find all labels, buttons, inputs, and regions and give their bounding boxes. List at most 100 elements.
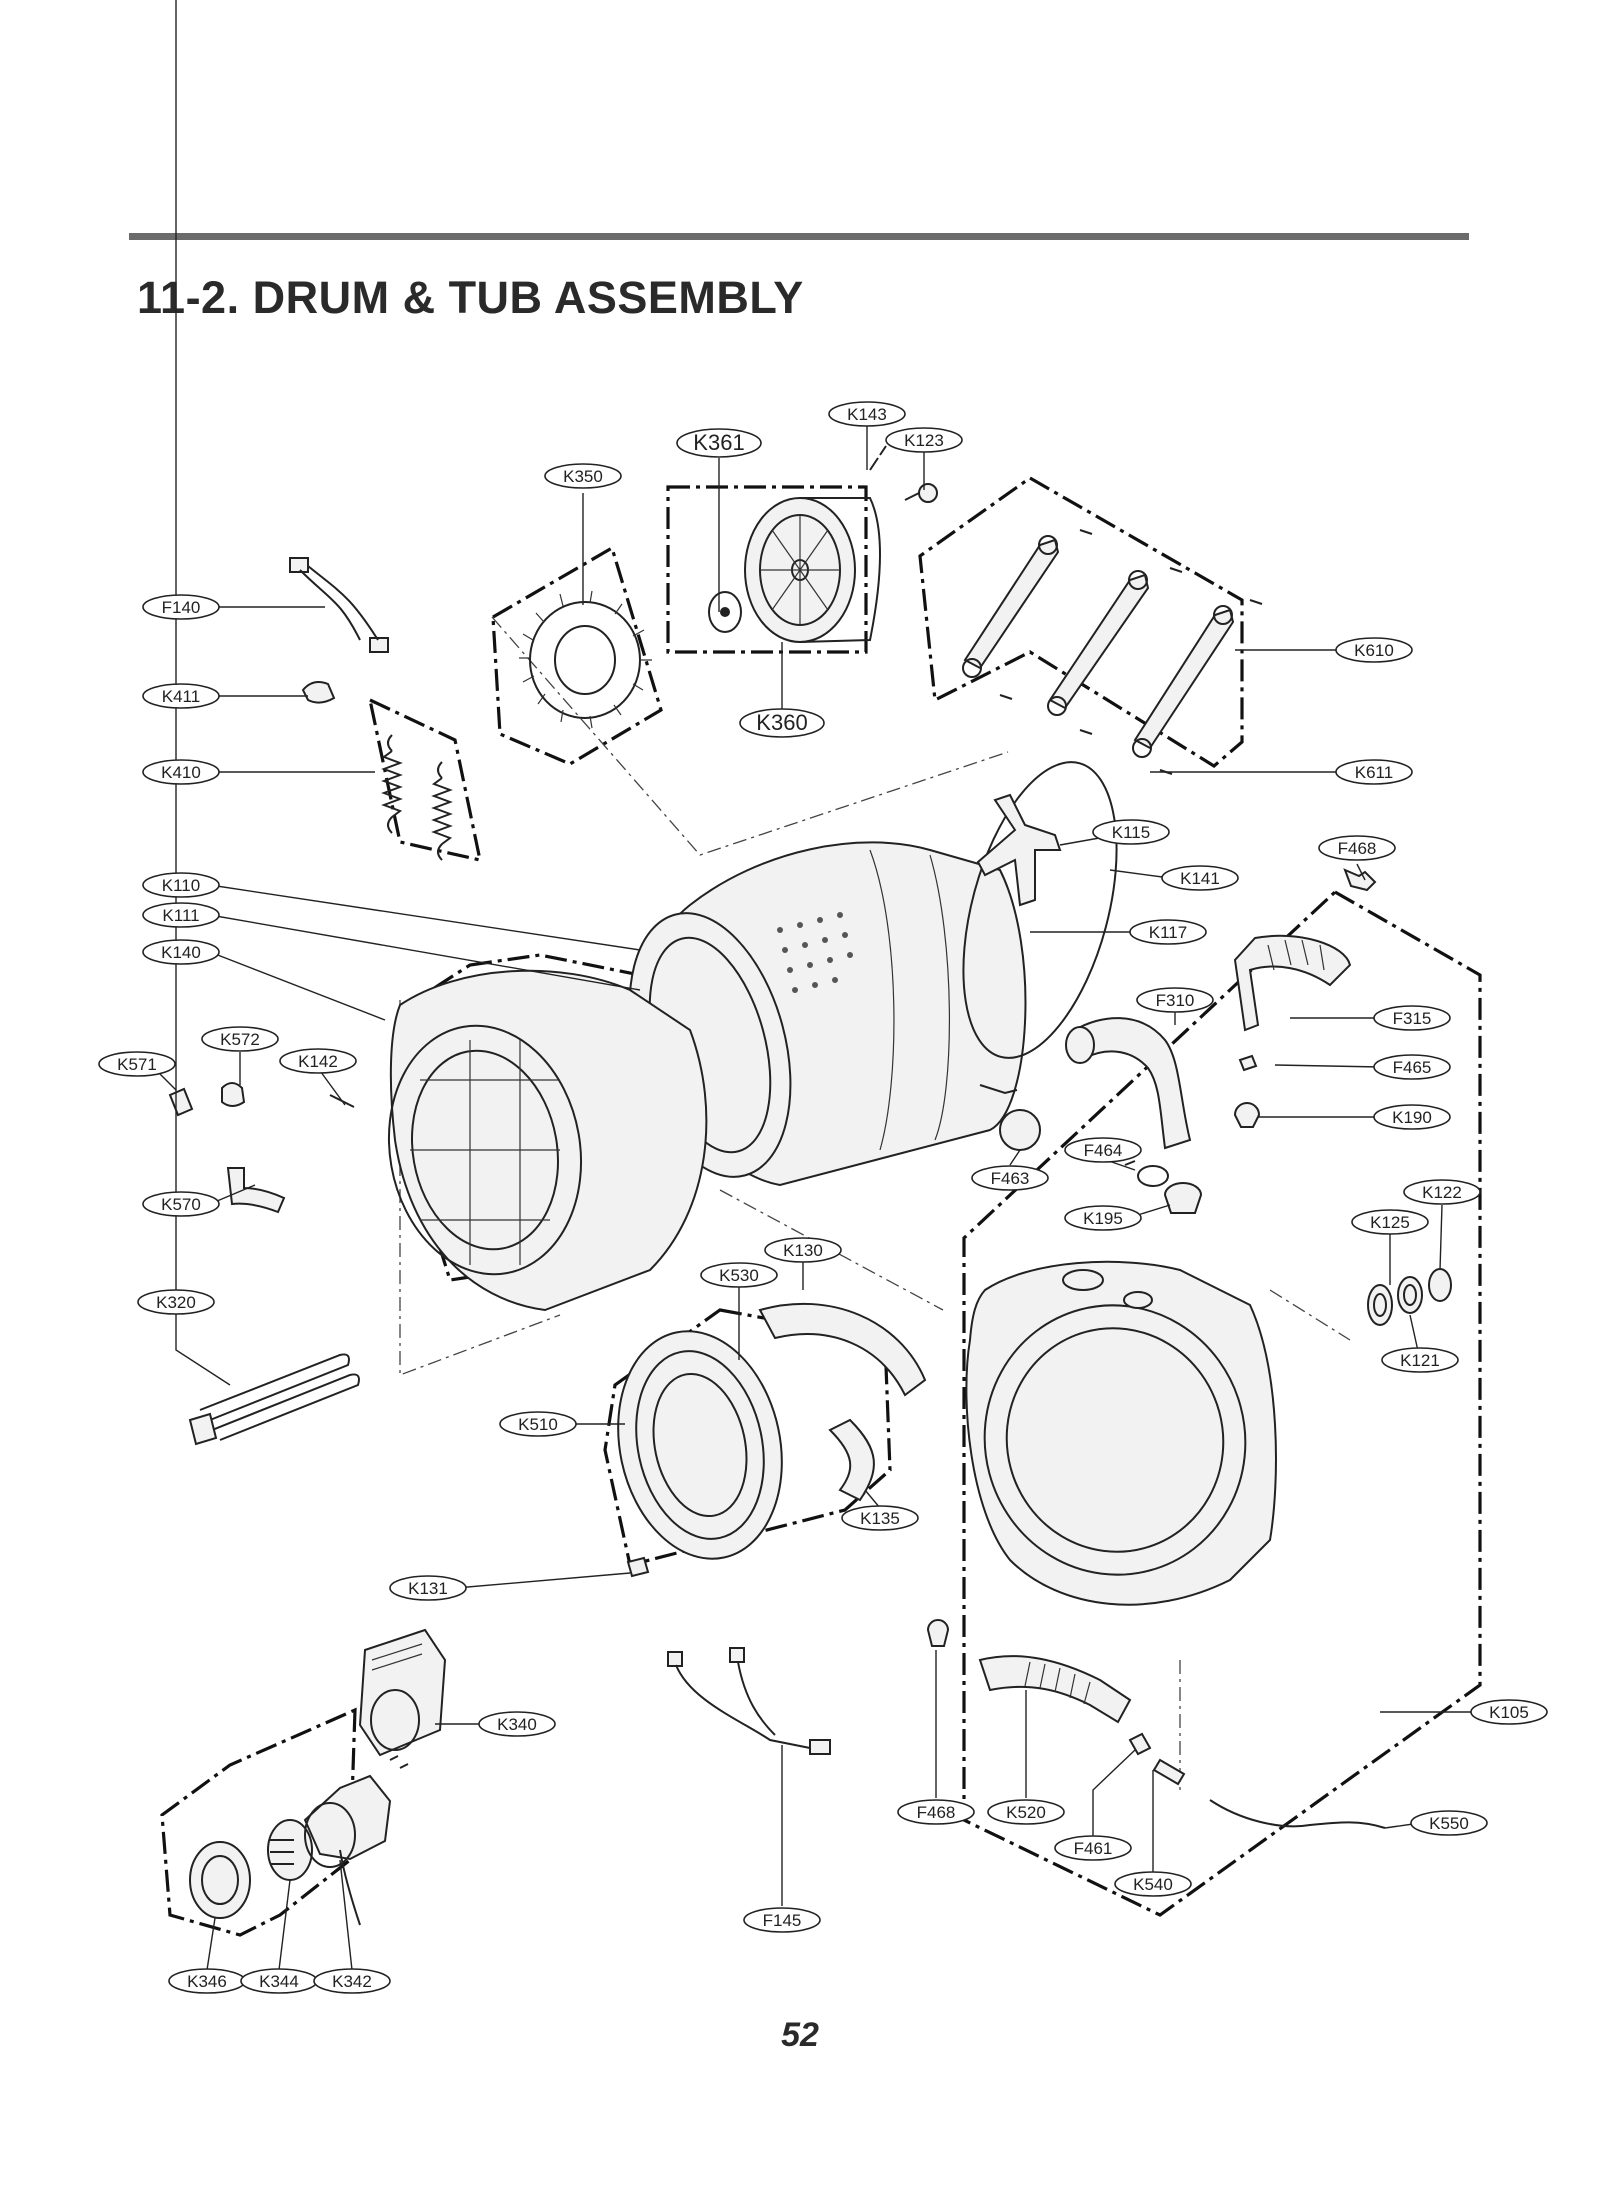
callout-k520: K520 — [987, 1799, 1065, 1825]
callout-text: K125 — [1370, 1213, 1410, 1232]
page-number: 52 — [781, 2016, 819, 2054]
callout-k340: K340 — [478, 1711, 556, 1737]
callout-k540: K540 — [1114, 1871, 1192, 1897]
callout-k117: K117 — [1129, 919, 1207, 945]
gasket-part — [617, 1302, 927, 1560]
callout-text: K571 — [117, 1055, 157, 1074]
callout-text: K135 — [860, 1509, 900, 1528]
bolt-k143 — [869, 445, 887, 471]
axis-line-4 — [1269, 1289, 1351, 1341]
damper-group-outline — [918, 476, 1244, 768]
callout-text: K610 — [1354, 641, 1394, 660]
callout-f468: F468 — [1318, 835, 1396, 861]
callout-f468: F468 — [897, 1799, 975, 1825]
callout-text: F140 — [162, 598, 201, 617]
callout-k121: K121 — [1381, 1347, 1459, 1373]
callout-k344: K344 — [240, 1968, 318, 1994]
callout-text: K131 — [408, 1579, 448, 1598]
callout-text: F465 — [1393, 1058, 1432, 1077]
callout-text: K110 — [162, 876, 200, 895]
callout-k350: K350 — [544, 463, 622, 489]
tub-rear-part — [965, 1260, 1452, 1606]
callout-text: K411 — [162, 687, 200, 706]
callout-k105: K105 — [1470, 1699, 1548, 1725]
spider-part — [962, 761, 1118, 1059]
bellows-part — [1065, 934, 1352, 1150]
callout-text: K540 — [1133, 1875, 1173, 1894]
callout-k142: K142 — [279, 1048, 357, 1074]
rotor-group-outline — [491, 545, 663, 766]
callout-text: K142 — [298, 1052, 338, 1071]
callout-text: K346 — [187, 1972, 227, 1991]
callout-text: K350 — [563, 467, 603, 486]
callout-text: F310 — [1156, 991, 1195, 1010]
clip-k411 — [301, 681, 336, 704]
callout-text: K121 — [1400, 1351, 1440, 1370]
callout-text: K190 — [1392, 1108, 1432, 1127]
callout-text: F461 — [1074, 1839, 1113, 1858]
page-title: 11-2. DRUM & TUB ASSEMBLY — [137, 272, 804, 323]
callout-text: K141 — [1180, 869, 1220, 888]
callout-k110: K110 — [142, 872, 220, 898]
callout-f463: F463 — [971, 1165, 1049, 1191]
callout-text: K410 — [161, 763, 201, 782]
drain-hose-part — [926, 1619, 1386, 1829]
callout-f315: F315 — [1373, 1005, 1451, 1031]
callout-k550: K550 — [1410, 1810, 1488, 1836]
callout-f465: F465 — [1373, 1054, 1451, 1080]
callout-k122: K122 — [1403, 1179, 1481, 1205]
callout-k410: K410 — [142, 759, 220, 785]
springs-k410 — [381, 734, 453, 861]
rotor-part — [708, 497, 881, 643]
callout-k360: K360 — [739, 708, 825, 738]
callout-text: K105 — [1489, 1703, 1529, 1722]
callout-f461: F461 — [1054, 1835, 1132, 1861]
callout-text: F464 — [1084, 1141, 1123, 1160]
callout-text: K520 — [1006, 1803, 1046, 1822]
part-drawings — [168, 445, 1452, 1926]
callout-k130: K130 — [764, 1237, 842, 1263]
callout-text: K342 — [332, 1972, 372, 1991]
callout-text: F468 — [1338, 839, 1377, 858]
heater-k320 — [188, 1353, 360, 1446]
callout-text: F315 — [1393, 1009, 1432, 1028]
callout-k140: K140 — [142, 939, 220, 965]
bolt-k123 — [904, 483, 938, 503]
header-rule — [129, 233, 1469, 240]
callout-k530: K530 — [700, 1262, 778, 1288]
callout-text: K320 — [156, 1293, 196, 1312]
callout-text: K570 — [161, 1195, 201, 1214]
callout-k610: K610 — [1335, 637, 1413, 663]
callout-k346: K346 — [168, 1968, 246, 1994]
callout-text: F468 — [917, 1803, 956, 1822]
callout-text: K140 — [161, 943, 201, 962]
callout-text: K530 — [719, 1266, 759, 1285]
callout-k135: K135 — [841, 1505, 919, 1531]
harness-f140 — [289, 557, 389, 653]
callout-f145: F145 — [743, 1907, 821, 1933]
callout-k611: K611 — [1335, 759, 1413, 785]
callout-text: K130 — [783, 1241, 823, 1260]
callout-text: K123 — [904, 431, 944, 450]
callout-k111: K111 — [142, 902, 220, 928]
callout-text: K361 — [693, 430, 744, 455]
callout-text: K115 — [1112, 823, 1150, 842]
stator-group-outline — [666, 485, 868, 654]
clamp-k131 — [626, 1556, 650, 1578]
axis-line-2 — [399, 1000, 561, 1376]
callout-f310: F310 — [1136, 987, 1214, 1013]
callout-text: K117 — [1149, 923, 1187, 942]
callout-k141: K141 — [1161, 865, 1239, 891]
callout-text: K611 — [1355, 763, 1393, 782]
callout-k510: K510 — [499, 1411, 577, 1437]
callout-text: K360 — [756, 710, 807, 735]
callout-k195: K195 — [1064, 1205, 1142, 1231]
pump-group-outline — [160, 1707, 357, 1937]
callout-k131: K131 — [389, 1575, 467, 1601]
callout-f140: F140 — [142, 594, 220, 620]
callout-k572: K572 — [201, 1026, 279, 1052]
callout-k361: K361 — [676, 428, 762, 458]
callout-k570: K570 — [142, 1191, 220, 1217]
